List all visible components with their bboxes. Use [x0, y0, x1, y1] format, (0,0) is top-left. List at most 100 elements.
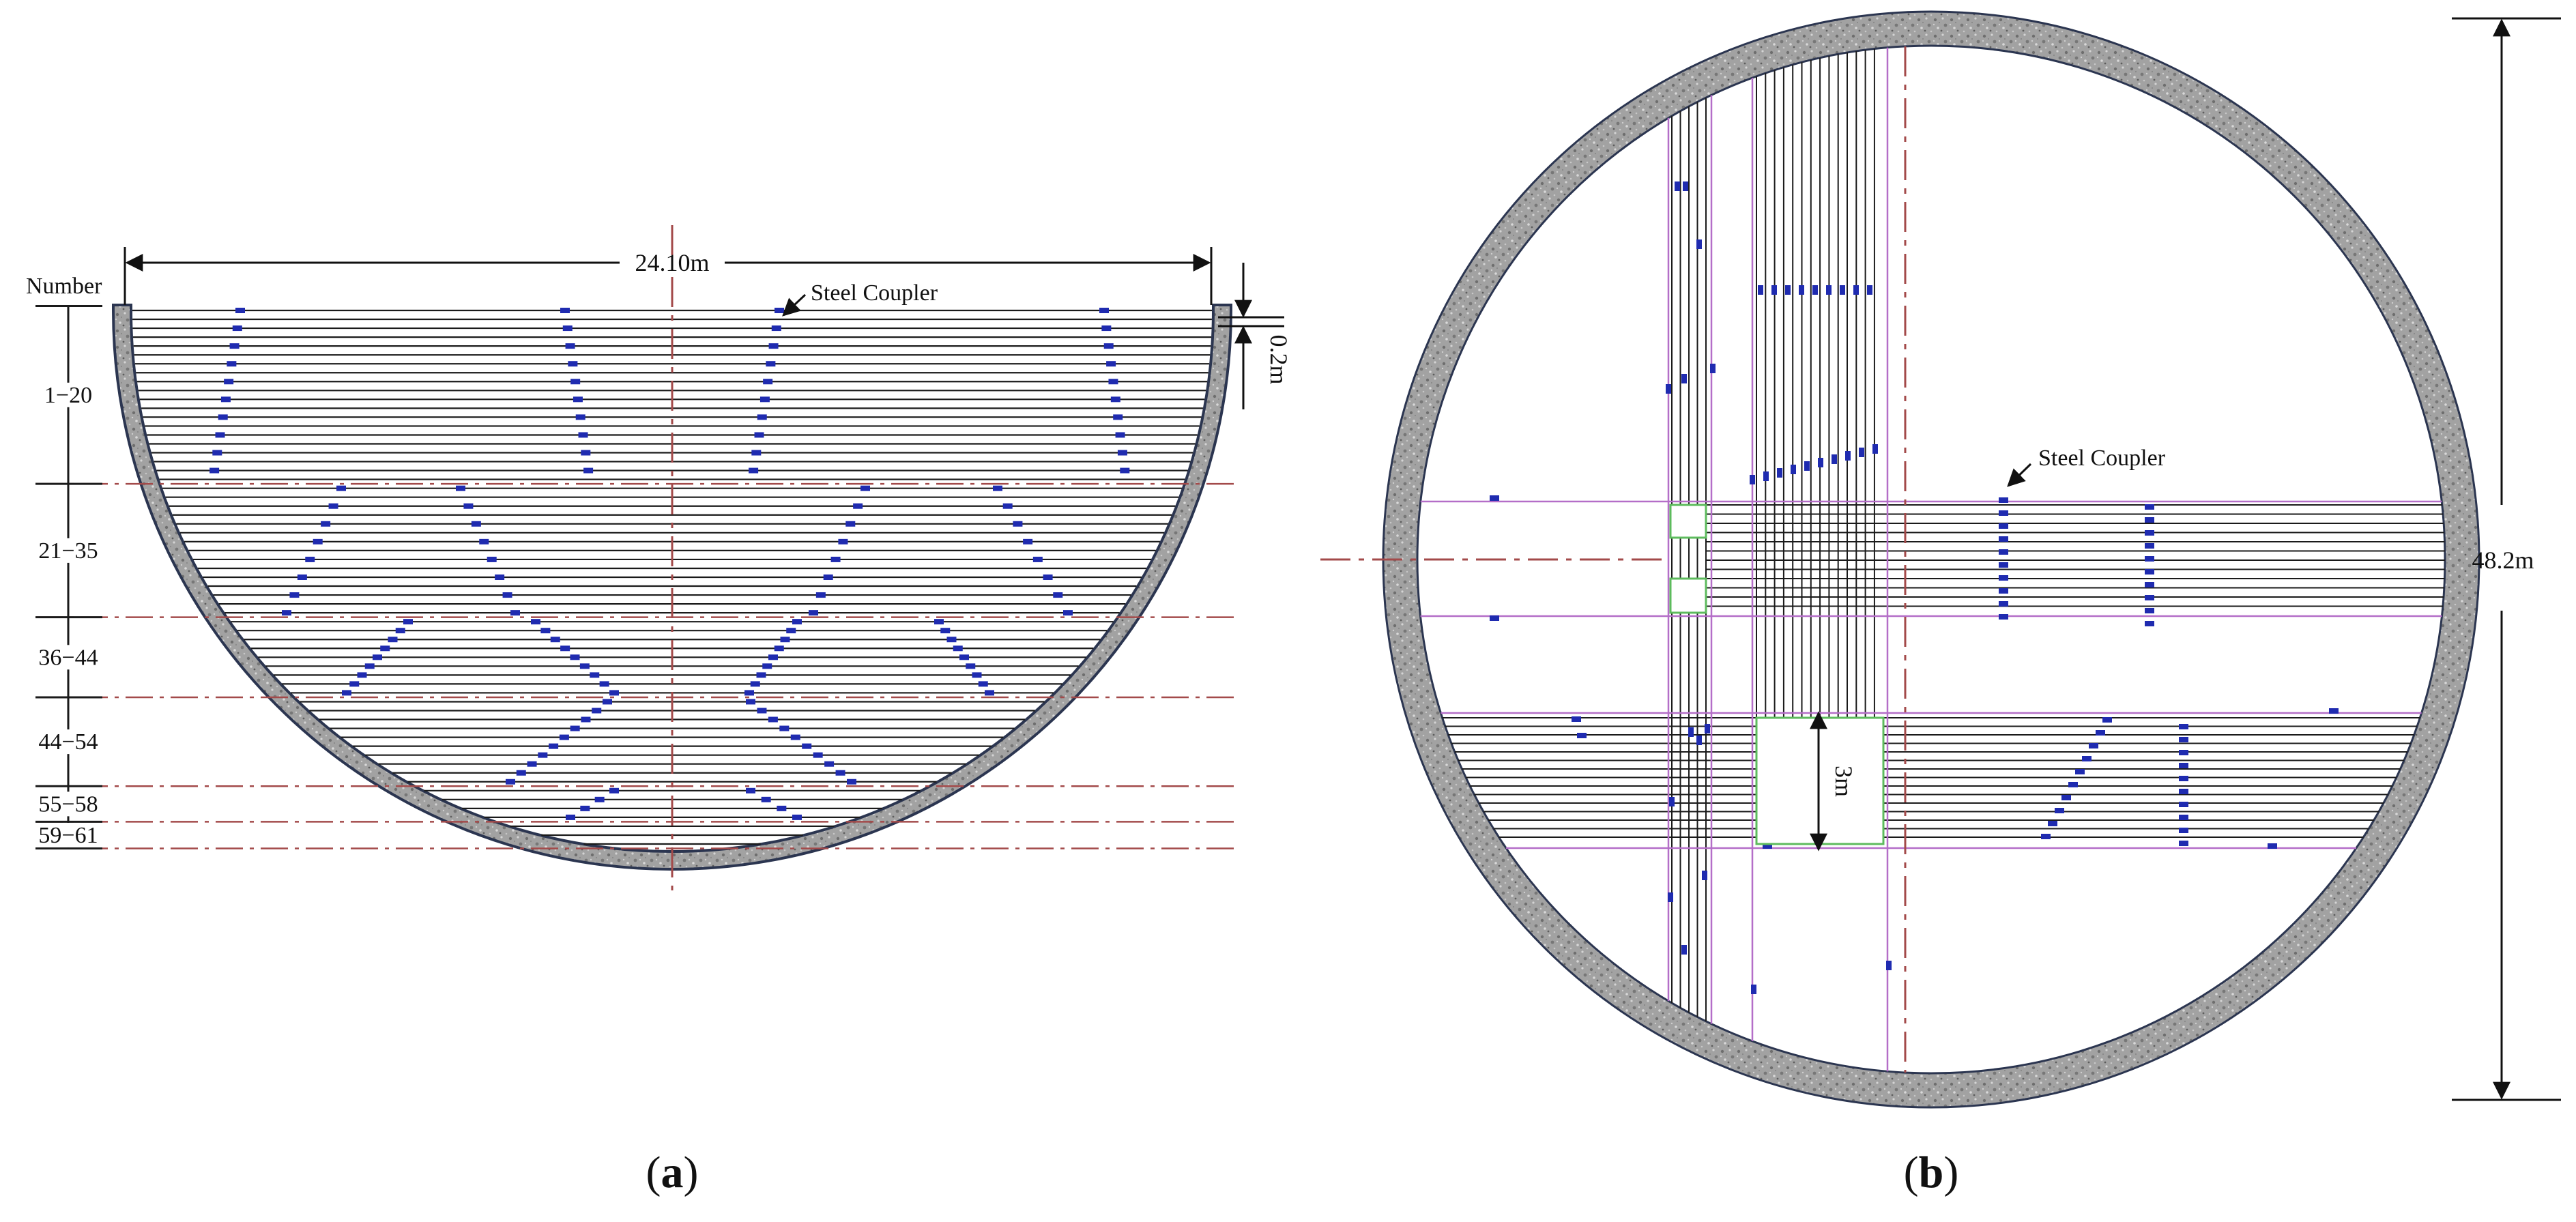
steel-coupler — [759, 396, 770, 403]
number-group-label-bg — [30, 729, 106, 755]
steel-coupler — [336, 485, 346, 491]
steel-coupler — [768, 343, 779, 349]
number-group-label-bg — [30, 645, 106, 670]
steel-coupler — [2089, 743, 2098, 748]
panel-a-section-view: 24.10m 0.2m Number 1−2021−3536−4444−5455… — [26, 225, 1292, 890]
steel-coupler — [1845, 451, 1851, 461]
steel-coupler — [953, 645, 963, 652]
steel-coupler — [592, 708, 602, 714]
plan-shell-inner-edge — [1416, 44, 2446, 1075]
steel-coupler — [2179, 802, 2188, 807]
steel-coupler — [1702, 871, 1707, 880]
steel-coupler — [229, 343, 240, 349]
steel-coupler — [2145, 608, 2154, 613]
steel-coupler — [579, 663, 590, 669]
steel-coupler — [847, 779, 856, 785]
number-group-label-bg — [30, 791, 106, 817]
steel-coupler — [853, 503, 863, 509]
steel-coupler — [835, 770, 845, 776]
steel-coupler — [581, 716, 591, 723]
steel-coupler — [321, 521, 331, 527]
steel-coupler — [1999, 614, 2008, 620]
steel-coupler — [959, 654, 969, 660]
steel-coupler — [2075, 769, 2085, 774]
steel-coupler — [2179, 776, 2188, 781]
steel-coupler — [1886, 961, 1892, 970]
steel-coupler — [838, 538, 848, 544]
steel-coupler — [1751, 985, 1756, 994]
steel-coupler — [768, 716, 778, 723]
steel-coupler — [2179, 763, 2188, 768]
steel-coupler — [2145, 504, 2154, 510]
steel-coupler — [538, 752, 548, 758]
steel-coupler — [313, 538, 323, 544]
steel-coupler — [2145, 556, 2154, 562]
steel-coupler — [813, 752, 823, 758]
steel-coupler — [768, 654, 778, 660]
steel-coupler — [860, 485, 870, 491]
steel-coupler — [972, 672, 982, 678]
steel-coupler — [1785, 285, 1791, 295]
steel-coupler — [570, 725, 580, 731]
steel-coupler — [1023, 538, 1033, 544]
steel-coupler — [1832, 454, 1837, 464]
steel-coupler — [1696, 239, 1702, 249]
steel-coupler — [573, 396, 583, 403]
steel-coupler — [1002, 503, 1013, 509]
steel-coupler — [349, 681, 360, 687]
steel-coupler — [1688, 727, 1694, 737]
steel-coupler — [1103, 343, 1114, 349]
steel-coupler — [1043, 574, 1053, 580]
steel-coupler — [2329, 708, 2339, 714]
steel-coupler — [946, 637, 957, 643]
steel-coupler — [395, 628, 405, 634]
steel-coupler — [590, 672, 600, 678]
steel-coupler — [746, 699, 755, 705]
steel-coupler — [1999, 601, 2008, 607]
steel-coupler — [1013, 521, 1023, 527]
diameter-dimension-label: 48.2m — [2472, 547, 2534, 574]
steel-coupler — [560, 645, 570, 652]
caption-b: (b) — [1904, 1148, 1959, 1197]
steel-coupler — [1999, 575, 2008, 581]
steel-coupler — [985, 690, 994, 696]
steel-coupler — [212, 450, 222, 456]
steel-coupler — [750, 681, 760, 687]
steel-coupler — [297, 574, 307, 580]
steel-coupler — [380, 645, 390, 652]
steel-coupler — [594, 796, 605, 802]
steel-coupler — [373, 654, 382, 660]
steel-coupler — [845, 521, 856, 527]
steel-coupler — [1683, 181, 1688, 191]
steel-coupler — [342, 690, 351, 696]
steel-coupler — [570, 654, 580, 660]
steel-coupler — [1758, 285, 1763, 295]
steel-coupler — [289, 592, 300, 598]
number-group-label: 55−58 — [38, 791, 98, 817]
steel-coupler — [562, 325, 573, 332]
steel-coupler — [2096, 730, 2105, 736]
steel-coupler — [570, 379, 581, 385]
bowl-shell — [112, 304, 1232, 871]
steel-coupler — [2179, 724, 2188, 729]
steel-coupler — [1826, 285, 1832, 295]
steel-coupler — [2145, 530, 2154, 536]
steel-coupler — [1101, 325, 1112, 332]
steel-coupler — [1710, 364, 1716, 373]
panel-b-rebar-grid — [1320, 46, 2445, 1073]
steel-coupler — [305, 556, 315, 562]
steel-coupler — [762, 663, 772, 669]
steel-coupler — [1490, 615, 1499, 621]
steel-coupler — [224, 379, 234, 385]
steel-coupler — [2102, 717, 2112, 723]
steel-coupler — [1099, 308, 1109, 313]
steel-coupler — [357, 672, 367, 678]
steel-coupler — [1053, 592, 1063, 598]
steel-coupler — [1110, 396, 1120, 403]
steel-coupler — [823, 574, 833, 580]
steel-coupler — [1490, 495, 1499, 501]
steel-coupler — [763, 379, 773, 385]
steel-coupler — [2268, 843, 2277, 849]
width-dimension-label: 24.10m — [635, 249, 709, 276]
